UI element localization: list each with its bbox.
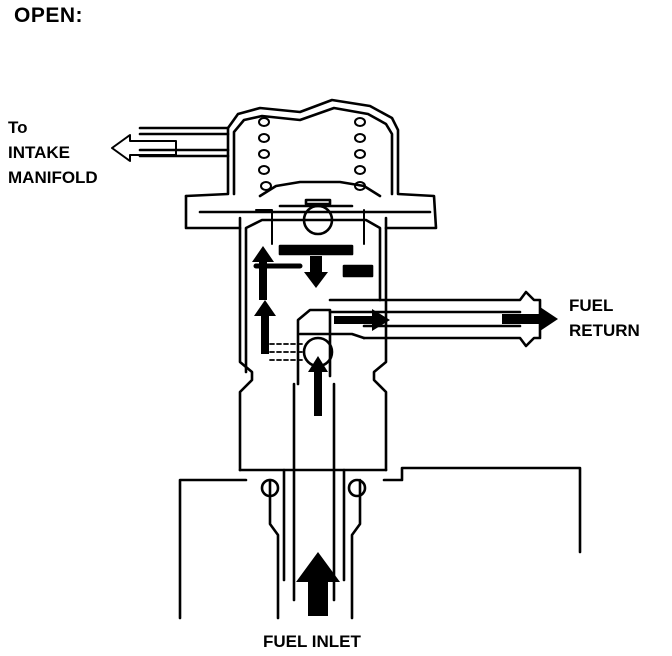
intake-manifold-label: To INTAKE MANIFOLD	[8, 115, 98, 190]
flow-arrow-up	[308, 356, 328, 416]
flow-arrow-right	[334, 309, 390, 331]
mounting-block	[178, 466, 582, 620]
intake-flow-arrow	[111, 134, 177, 162]
fuel-inlet-label: FUEL INLET	[263, 632, 361, 651]
fuel-inlet-arrow	[296, 552, 340, 616]
fuel-return-label-line: FUEL	[569, 296, 614, 315]
inlet-ball	[269, 336, 334, 368]
flow-arrow-down	[304, 256, 328, 288]
fuel-return-label-line: RETURN	[569, 321, 640, 340]
intake-label-line: To	[8, 118, 28, 137]
valve-seat	[253, 244, 374, 278]
spring-chamber	[184, 98, 438, 245]
flow-arrow-up	[254, 300, 276, 354]
diagram-title: OPEN:	[14, 4, 84, 27]
flow-arrow-right	[502, 307, 558, 331]
fuel-return-label: FUEL RETURN	[569, 293, 640, 343]
intake-label-line: INTAKE	[8, 143, 71, 162]
flow-arrow-up	[252, 246, 274, 300]
intake-label-line: MANIFOLD	[8, 168, 98, 187]
